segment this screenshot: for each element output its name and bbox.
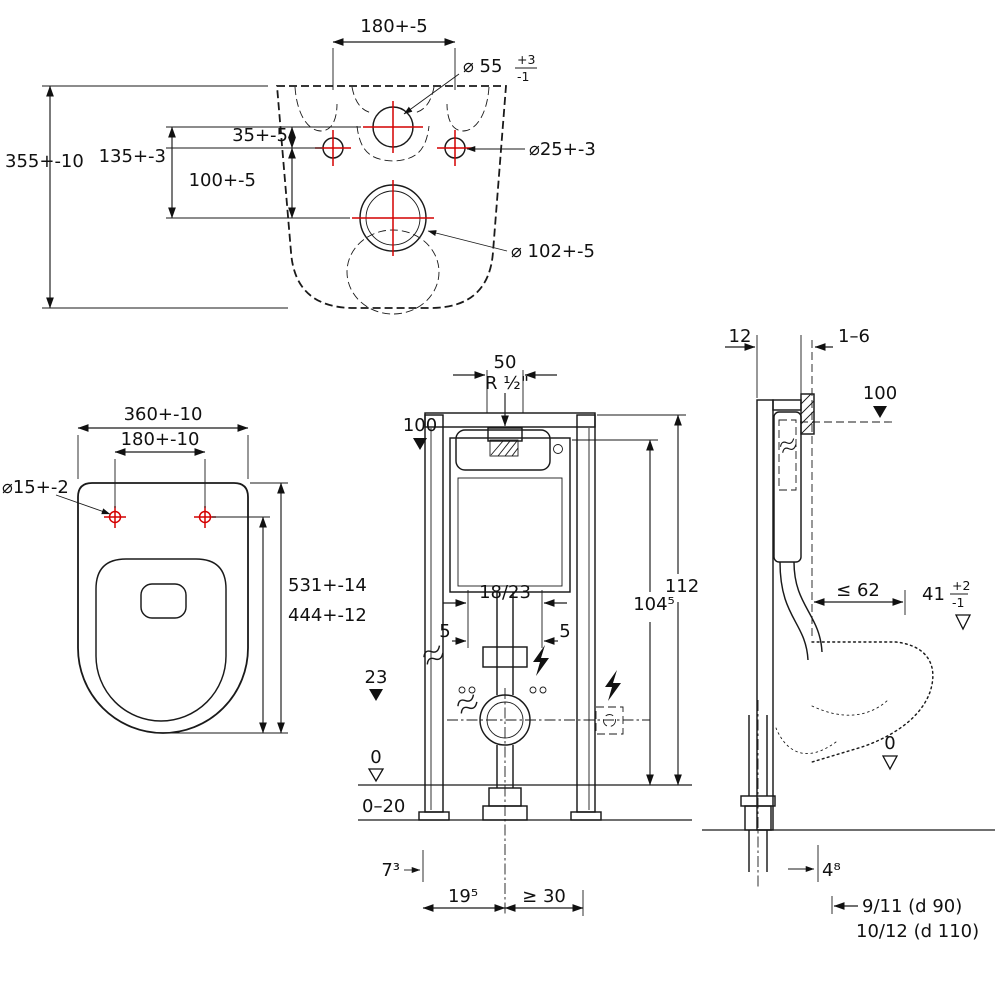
front-view-dimensions: [367, 370, 686, 916]
dim-41-tol-upper: +2: [952, 578, 970, 593]
dim-5-right: 5: [559, 621, 570, 642]
dim-5-left: 5: [439, 621, 450, 642]
dim-min-30: ≥ 30: [522, 886, 566, 907]
label-dia15: ⌀15+-2: [2, 477, 69, 498]
dim-19-5: 19⁵: [448, 886, 478, 907]
dim-41: 41: [922, 584, 945, 605]
front-view-cistern: [449, 429, 571, 695]
front-view-frame: [418, 412, 602, 821]
front-view-drain: [447, 688, 650, 916]
level-marker-open: [881, 755, 899, 771]
rear-view-red-centerlines: [315, 101, 473, 256]
dim-top-width-50: 50: [494, 352, 517, 373]
dim-length-531: 531+-14: [288, 575, 367, 596]
dim-18-23: 18/23: [479, 582, 531, 603]
dim-length-444: 444+-12: [288, 605, 367, 626]
dim-depth-12: 12: [729, 326, 752, 347]
dim-112: 112: [665, 576, 699, 597]
label-thread-r-half: R ½": [485, 373, 529, 394]
front-view-floor: [358, 784, 692, 821]
rear-view: 180+-5 355+-10 135+-3 35+-5 100+-5 ⌀ 55 …: [5, 16, 596, 315]
label-dia102: ⌀ 102+-5: [511, 241, 595, 262]
top-view-geometry: [77, 482, 249, 734]
rear-view-dimensions: [42, 38, 537, 309]
label-dia55-tol-lower: -1: [517, 69, 529, 84]
level-100-side: 100: [863, 383, 897, 404]
dim-35: 35+-5: [232, 125, 288, 146]
water-wave-icon: [423, 645, 444, 665]
level-23: 23: [365, 667, 388, 688]
level-0-front: 0: [370, 747, 381, 768]
lightning-icon: [533, 645, 549, 676]
label-dia25: ⌀25+-3: [529, 139, 596, 160]
dim-41-tol-lower: -1: [952, 595, 964, 610]
label-outlet-d110: 10/12 (d 110): [856, 921, 979, 942]
electrical-box: [595, 706, 624, 735]
dim-4-8: 4⁸: [822, 860, 841, 881]
level-100-front: 100: [403, 415, 437, 436]
side-view: 12 1–6 100 ≤ 62 41 +2 -1 0 4⁸ 9/11 (d 90…: [702, 326, 995, 942]
water-wave-icon: [457, 694, 478, 714]
dim-max-62: ≤ 62: [836, 580, 880, 601]
side-view-drain: [740, 700, 776, 888]
top-view: 360+-10 180+-10 ⌀15+-2 531+-14 444+-12: [2, 404, 367, 734]
dim-hole-spacing-180: 180+-10: [121, 429, 200, 450]
level-marker-open: [954, 614, 972, 631]
front-view: 50 R ½" 100 18/23 5 5 23 0 0–20 7³ 19⁵ ≥…: [358, 352, 699, 916]
level-marker-filled: [369, 689, 383, 701]
dim-7-3: 7³: [381, 860, 400, 881]
dim-gap-1-6: 1–6: [838, 326, 870, 347]
side-view-pan-dotted: [775, 641, 934, 763]
lightning-icon: [605, 670, 621, 701]
level-marker-open: [367, 768, 385, 783]
dim-104-5: 104⁵: [633, 594, 675, 615]
dim-bolt-spacing-180: 180+-5: [360, 16, 427, 37]
label-outlet-d90: 9/11 (d 90): [862, 896, 962, 917]
dim-135: 135+-3: [99, 146, 166, 167]
water-wave-icon: [779, 438, 797, 453]
dim-floor-range-0-20: 0–20: [362, 796, 405, 817]
label-dia55-tol-upper: +3: [517, 52, 535, 67]
dim-overall-height-355: 355+-10: [5, 151, 84, 172]
dim-width-360: 360+-10: [124, 404, 203, 425]
side-view-dimensions: [725, 335, 972, 914]
top-view-dimensions: [55, 424, 288, 734]
dim-100: 100+-5: [189, 170, 256, 191]
level-marker-filled: [873, 406, 887, 418]
label-dia55: ⌀ 55: [463, 56, 502, 77]
level-marker-filled: [413, 438, 427, 450]
level-0-side: 0: [884, 733, 895, 754]
rear-view-geometry: [276, 85, 507, 315]
top-view-red-holes: [104, 506, 216, 528]
